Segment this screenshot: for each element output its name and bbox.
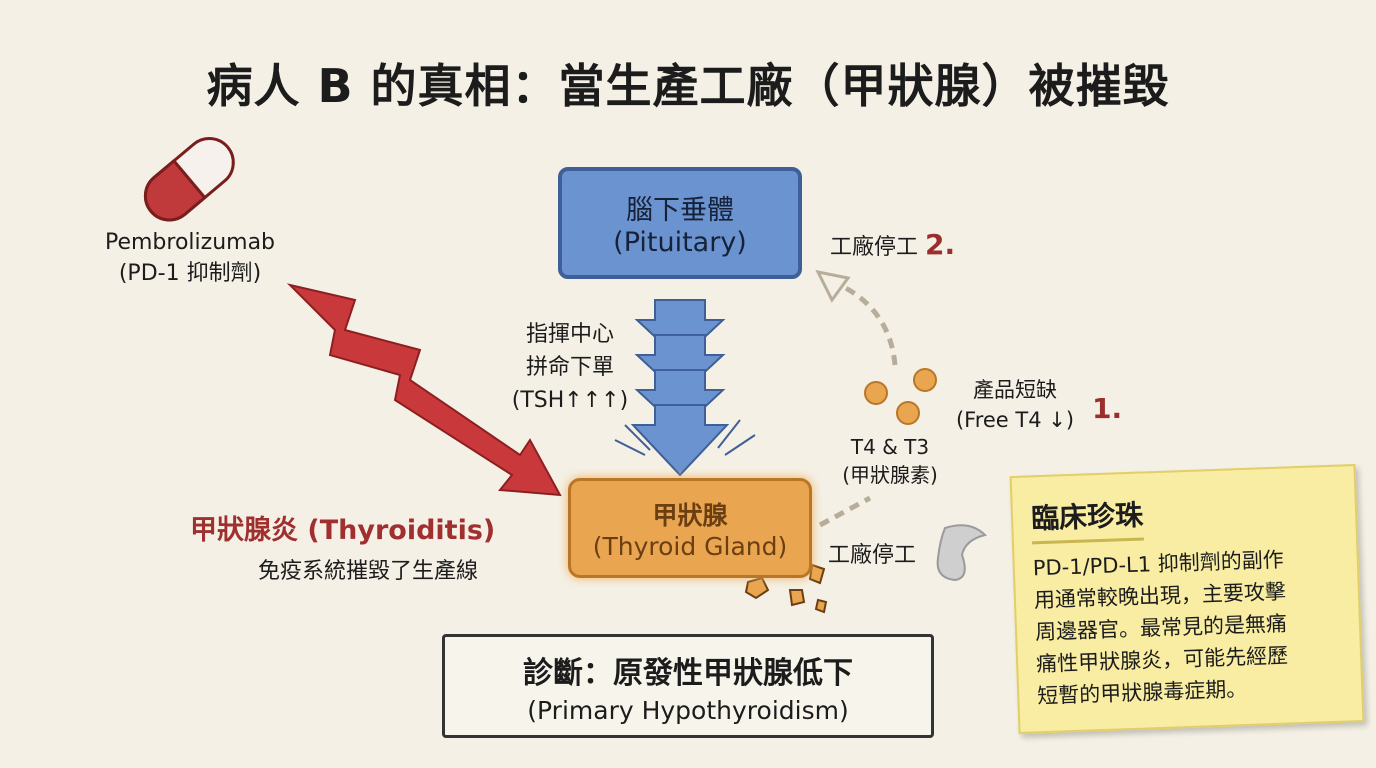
hormones-line2: (甲狀腺素): [842, 463, 938, 487]
command-line1: 指揮中心: [525, 322, 614, 347]
rubble-pieces: [744, 563, 828, 614]
factory-stop-bottom: 工廠停工: [828, 543, 917, 568]
clinical-pearl-note: 臨床珍珠 PD-1/PD-L1 抑制劑的副作 用通常較晚出現，主要攻擊 周邊器官…: [1009, 464, 1365, 734]
lightning-arrow-icon: [286, 283, 562, 497]
thyroid-box: 甲狀腺 (Thyroid Gland): [568, 478, 812, 578]
page-title: 病人 B 的真相：當生產工廠（甲狀腺）被摧毀: [206, 59, 1170, 113]
thyroid-en: (Thyroid Gland): [592, 531, 788, 561]
shortage-line2: (Free T4 ↓): [955, 408, 1075, 432]
dashed-arrow-up: [838, 282, 898, 366]
command-label: 指揮中心 拼命下單 (TSH↑↑↑): [495, 318, 645, 417]
step-number-2: 2.: [925, 228, 956, 261]
pituitary-zh: 腦下垂體: [626, 195, 734, 226]
thyroid-gland-gray-icon: [936, 524, 987, 582]
drug-label: Pembrolizumab (PD-1 抑制劑): [80, 230, 300, 287]
drug-class: (PD-1 抑制劑): [118, 261, 262, 286]
thyroid-zh: 甲狀腺: [652, 500, 728, 530]
diagnosis-zh: 診斷：原發性甲狀腺低下: [523, 655, 853, 691]
diagnosis-box: 診斷：原發性甲狀腺低下 (Primary Hypothyroidism): [442, 634, 934, 738]
hormones-line1: T4 & T3: [850, 435, 930, 459]
diagnosis-en: (Primary Hypothyroidism): [527, 695, 849, 725]
hormones-label: T4 & T3 (甲狀腺素): [825, 433, 955, 489]
step-number-1: 1.: [1092, 392, 1123, 425]
shortage-label: 產品短缺 (Free T4 ↓): [945, 375, 1085, 435]
impact-lines-icon: [614, 419, 756, 456]
dashed-line-bottom: [818, 495, 872, 528]
pill-icon: [143, 137, 235, 222]
thyroiditis-desc: 免疫系統摧毀了生產線: [258, 559, 479, 584]
pituitary-en: (Pituitary): [613, 227, 747, 258]
drug-name: Pembrolizumab: [104, 230, 276, 255]
command-line3: (TSH↑↑↑): [511, 388, 629, 413]
factory-stop-label: 工廠停工: [830, 235, 919, 260]
shortage-line1: 產品短缺: [973, 378, 1057, 402]
thyroiditis-label: 甲狀腺炎 (Thyroiditis) 免疫系統摧毀了生產線: [190, 508, 550, 585]
factory-stop-top: 工廠停工 2.: [830, 228, 955, 261]
command-line2: 拼命下單: [525, 355, 614, 380]
thyroiditis-title: 甲狀腺炎 (Thyroiditis): [190, 515, 496, 546]
tsh-chevron-arrows-icon: [630, 299, 730, 477]
hormone-dots: [864, 368, 937, 425]
pearl-title: 臨床珍珠: [1030, 493, 1144, 545]
pituitary-box: 腦下垂體 (Pituitary): [558, 167, 802, 279]
